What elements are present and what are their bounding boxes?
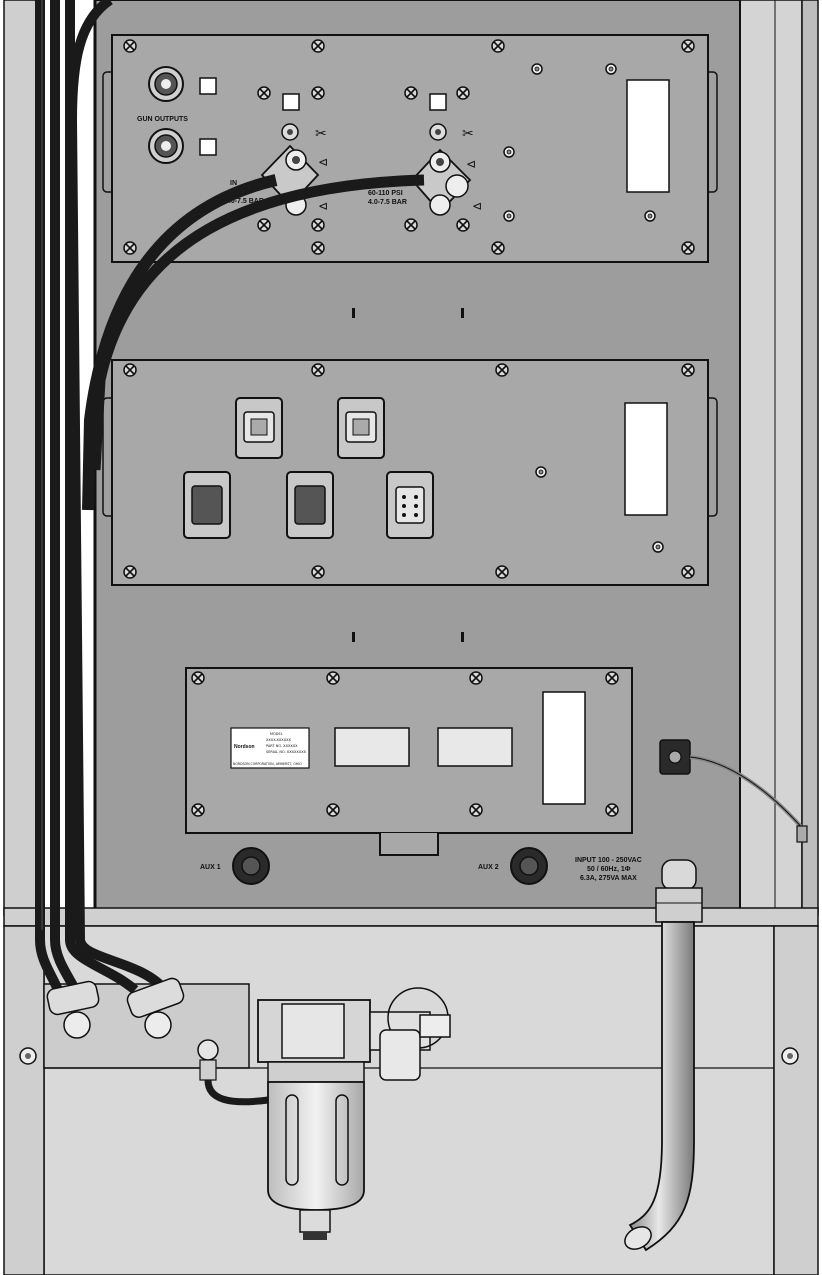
air-manifold-left: ✂ ⊲ ⊲ [260,123,328,216]
pressure-right-psi: 60-110 PSI [368,190,403,197]
plate-footer: NORDSON CORPORATION, AMHERST, OHIO [233,762,302,766]
svg-text:✂: ✂ [462,126,474,142]
plate-model-label: MODEL [270,732,283,736]
gun-outputs-label: GUN OUTPUTS [137,116,188,123]
air-filter [257,987,451,1240]
signal-connector-multipin [183,471,231,539]
power-connector-4pin [235,397,283,459]
slot-marks [352,308,464,642]
plate-serial-number: SERIAL NO. XXXXXXXX [266,750,307,754]
pressure-left-psi: IN [230,180,237,187]
serial-nameplate: Nordson MODEL XXXX-XXXXXX PART NO. XXXXX… [230,727,310,769]
svg-text:⊲: ⊲ [318,155,328,169]
brand-logo-text: Nordson [234,744,255,750]
plate-model-value: XXXX-XXXXXX [266,738,291,742]
pressure-left-bar: 4.0-7.5 BAR [225,198,264,205]
signal-connector-multipin [286,471,334,539]
signal-connector-8pin [386,471,434,539]
svg-text:⊲: ⊲ [472,199,482,213]
gun-output-connector [148,66,184,102]
aux2-label: AUX 2 [478,864,499,871]
pneumatic-plate: GUN OUTPUTS ✂ ⊲ ⊲ IN 4.0-7.5 BAR ✂ [102,34,718,263]
plate-part-number: PART NO. XXXXXX [266,744,298,748]
aux1-gland [232,847,270,885]
pressure-right-bar: 4.0-7.5 BAR [368,199,407,206]
label-placeholder [542,691,586,805]
ground-lug [659,739,808,843]
svg-text:✂: ✂ [315,126,327,142]
svg-text:⊲: ⊲ [466,157,476,171]
label-placeholder [626,79,670,193]
gun-output-connector [148,128,184,164]
hose-fittings [46,977,269,1106]
input-power-line2: 50 / 60Hz, 1Φ [587,866,631,873]
power-connector-4pin [337,397,385,459]
input-power-line3: 6.3A, 275VA MAX [580,875,637,882]
air-manifold-right: ✂ ⊲ ⊲ [410,123,482,216]
input-power-line1: INPUT 100 - 250VAC [575,857,642,864]
aux2-gland [510,847,548,885]
electrical-plate [102,359,718,586]
power-conduit [624,859,703,1252]
svg-text:⊲: ⊲ [318,199,328,213]
aux1-label: AUX 1 [200,864,221,871]
gun-air-hoses [35,0,425,998]
nameplate-panel: Nordson MODEL XXXX-XXXXXX PART NO. XXXXX… [185,667,633,856]
label-placeholder [624,402,668,516]
